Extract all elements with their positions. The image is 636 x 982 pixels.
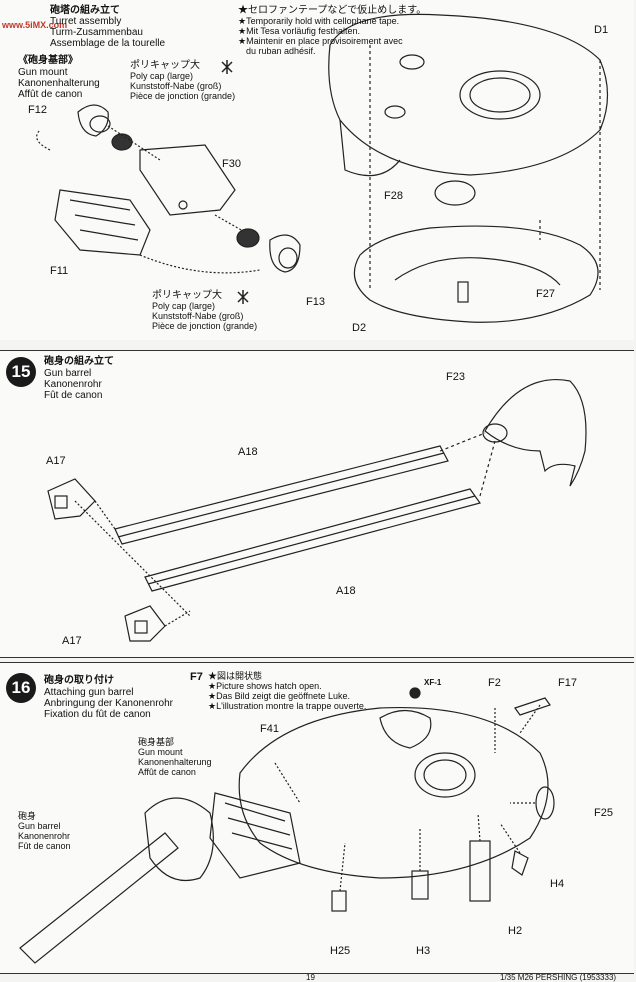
- turret-base-d2-shape: [353, 225, 599, 323]
- polycap-bottom-de: Kunststoff-Nabe (groß): [152, 311, 244, 321]
- barrel-upper-shape: [114, 445, 449, 545]
- step16-barrel-de: Kanonenrohr: [18, 831, 71, 841]
- step16-title-fr: Fixation du fût de canon: [44, 709, 151, 720]
- step14-note-fr1: ★Maintenir en place provisoirement avec: [238, 36, 403, 46]
- polycap-bottom-fr: Pièce de jonction (grande): [152, 321, 258, 331]
- step14-sub-en: Gun mount: [18, 67, 68, 78]
- step16-panel: 16 砲身の取り付け Attaching gun barrel Anbringu…: [0, 662, 634, 974]
- hatch-f7-shape: [379, 709, 432, 749]
- step14-title-de: Turm-Zusammenbau: [50, 27, 143, 38]
- step15-title-fr: Fût de canon: [44, 390, 103, 401]
- step14-panel: www.5iMX.com 砲塔の組み立て Turret assembly Tur…: [0, 0, 634, 340]
- label-h25: H25: [330, 945, 351, 957]
- step16-barrel-en: Gun barrel: [18, 821, 61, 831]
- step16-gunmount-de: Kanonenhalterung: [138, 757, 212, 767]
- label-f23: F23: [446, 371, 465, 383]
- label-f7: F7: [190, 671, 203, 683]
- step14-title-jp: 砲塔の組み立て: [50, 5, 120, 16]
- label-f41: F41: [260, 723, 279, 735]
- label-f17: F17: [558, 677, 577, 689]
- label-f27: F27: [536, 288, 555, 300]
- step14-note-jp: ★セロファンテープなどで仮止めします。: [238, 5, 427, 16]
- muzzle-a17-bottom-shape: [124, 605, 166, 642]
- step16-gunmount-en: Gun mount: [138, 747, 183, 757]
- step14-note-fr2: du ruban adhésif.: [246, 46, 316, 56]
- mantlet-shape: [144, 797, 214, 882]
- watermark: www.5iMX.com: [2, 20, 68, 30]
- part-f30-shape: [139, 144, 236, 216]
- step15-title-en: Gun barrel: [44, 368, 92, 379]
- model-footer: 1/35 M26 PERSHING (1953333): [500, 973, 617, 982]
- label-a18-upper: A18: [238, 446, 258, 458]
- part-f11-shape: [54, 189, 151, 256]
- label-h3: H3: [416, 945, 431, 957]
- label-f2: F2: [488, 677, 501, 689]
- label-a17-upper: A17: [46, 455, 66, 467]
- polycap-bottom-en: Poly cap (large): [152, 301, 216, 311]
- label-f12: F12: [28, 104, 47, 116]
- step14-note-en: ★Temporarily hold with cellophane tape.: [238, 16, 400, 26]
- step16-barrel-jp: 砲身: [18, 811, 37, 821]
- label-h4: H4: [550, 878, 565, 890]
- label-f28: F28: [384, 190, 403, 202]
- step15-title-de: Kanonenrohr: [44, 379, 102, 390]
- step14-sub-de: Kanonenhalterung: [18, 78, 100, 89]
- step14-sub-jp: 《砲身基部》: [18, 55, 78, 66]
- step15-number: 15: [6, 357, 36, 387]
- step16-gunmount-fr: Affût de canon: [138, 767, 196, 777]
- turret-assembled-shape: [238, 706, 549, 879]
- part-f13-shape: [269, 234, 301, 273]
- step15-panel: 15 砲身の組み立て Gun barrel Kanonenrohr Fût de…: [0, 350, 634, 658]
- step14-diagram: [36, 13, 609, 323]
- step16-gunmount-jp: 砲身基部: [138, 737, 175, 747]
- polycap-bottom-jp: ポリキャップ大: [152, 290, 222, 301]
- label-f25: F25: [594, 807, 613, 819]
- polycap-top-en: Poly cap (large): [130, 71, 194, 81]
- label-a17-lower: A17: [62, 635, 82, 647]
- step14-title-en: Turret assembly: [50, 16, 122, 27]
- label-f13: F13: [306, 296, 325, 308]
- label-d2: D2: [352, 322, 367, 334]
- muzzle-a17-top-shape: [47, 478, 96, 520]
- polycap-top-jp: ポリキャップ大: [130, 60, 200, 71]
- step14-title-fr: Assemblage de la tourelle: [50, 38, 166, 49]
- gun-barrel-shape: [19, 832, 179, 964]
- step16-diagram: [19, 687, 555, 964]
- step16-note-jp: ★図は開状態: [208, 671, 263, 681]
- gun-mount-shape: [209, 792, 301, 879]
- label-d1: D1: [594, 24, 609, 36]
- polycap-top-fr: Pièce de jonction (grande): [130, 91, 236, 101]
- step16-note-en: ★Picture shows hatch open.: [208, 681, 322, 691]
- label-a18-lower: A18: [336, 585, 356, 597]
- label-h2: H2: [508, 925, 523, 937]
- step16-barrel-fr: Fût de canon: [18, 841, 71, 851]
- step15-title-jp: 砲身の組み立て: [44, 356, 114, 367]
- barrel-lower-shape: [144, 488, 481, 592]
- step16-title-de: Anbringung der Kanonenrohr: [44, 698, 173, 709]
- polycap-top-de: Kunststoff-Nabe (groß): [130, 81, 222, 91]
- step14-sub-fr: Affût de canon: [18, 89, 83, 100]
- step16-note-fr: ★L'illustration montre la trappe ouverte…: [208, 701, 367, 711]
- mantlet-f23-shape: [484, 379, 587, 487]
- step16-title-en: Attaching gun barrel: [44, 687, 134, 698]
- label-f30: F30: [222, 158, 241, 170]
- step16-title-jp: 砲身の取り付け: [44, 675, 114, 686]
- step16-number: 16: [6, 673, 36, 703]
- label-f11: F11: [50, 265, 69, 277]
- part-f12-shape: [77, 104, 109, 137]
- turret-top-d1-shape: [328, 13, 609, 176]
- page-number: 19: [306, 973, 315, 982]
- step16-note-de: ★Das Bild zeigt die geöffnete Luke.: [208, 691, 350, 701]
- step15-diagram: [47, 379, 587, 642]
- step14-note-de: ★Mit Tesa vorläufig festhalten.: [238, 26, 360, 36]
- paint-xf1: XF-1: [424, 678, 442, 687]
